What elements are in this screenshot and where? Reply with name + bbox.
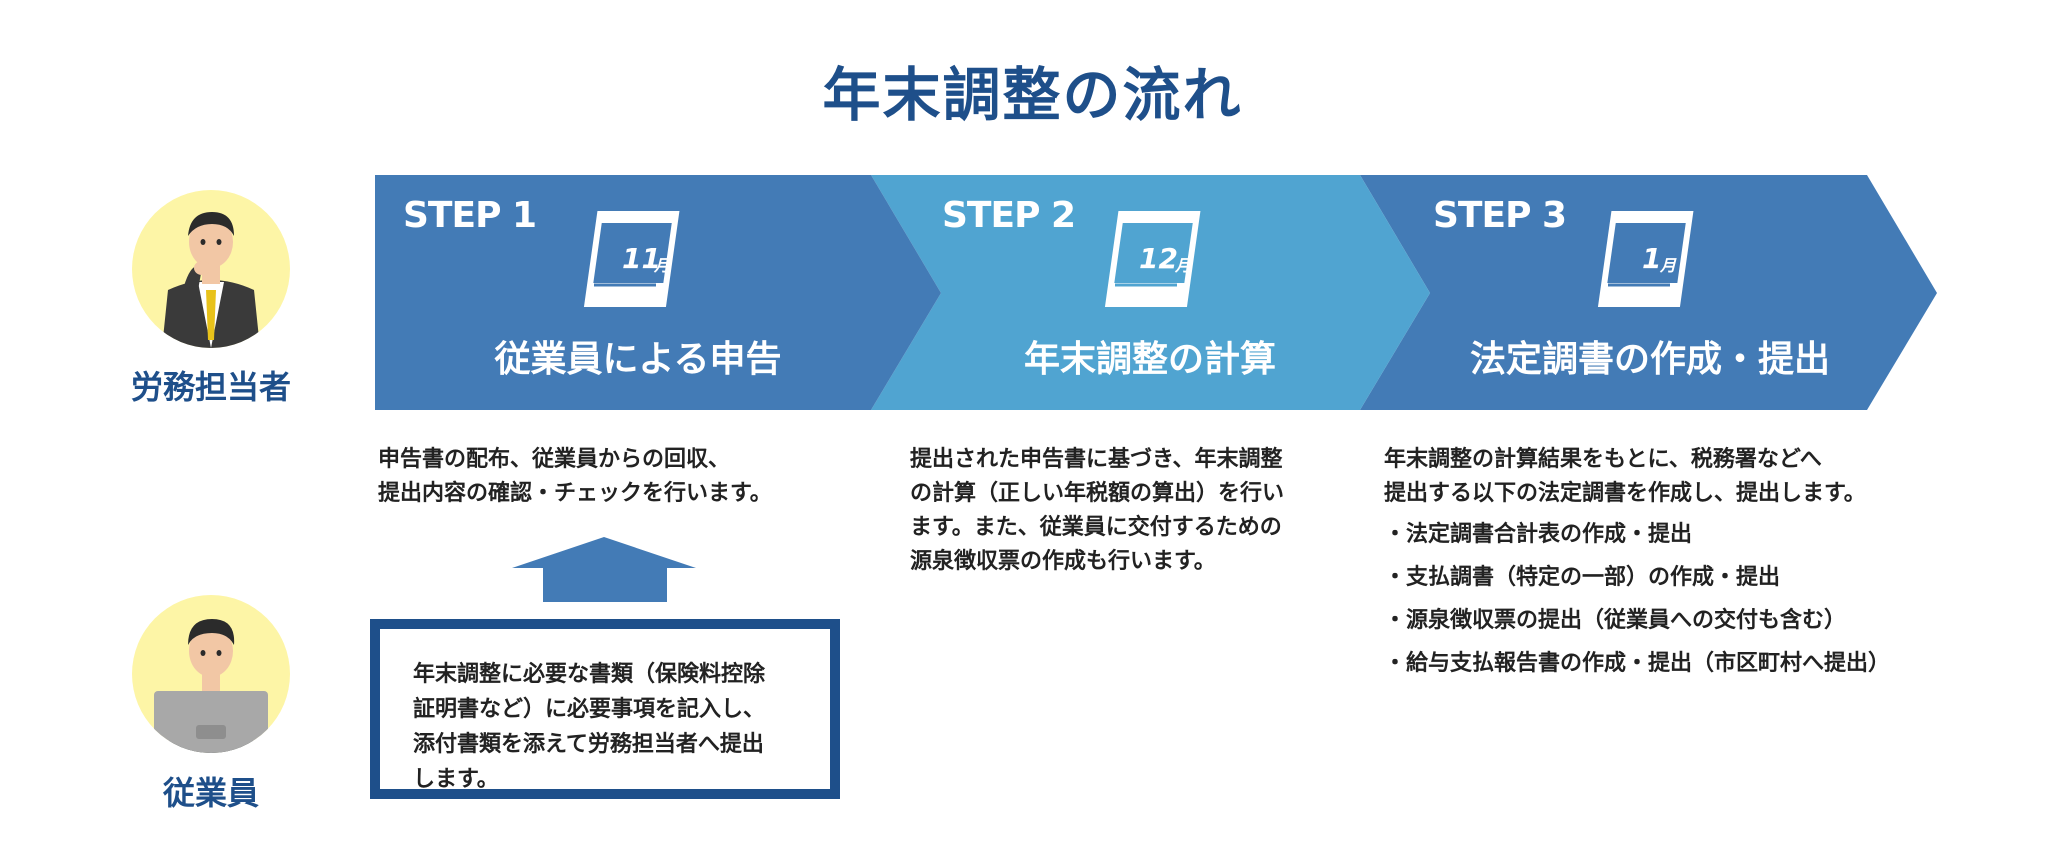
step2-description: 提出された申告書に基づき、年末調整 の計算（正しい年税額の算出）を行い ます。ま… — [910, 447, 1285, 574]
hr-staff-avatar — [132, 190, 290, 348]
svg-text:月: 月 — [653, 256, 671, 275]
employee-submission-box: 年末調整に必要な書類（保険料控除 証明書など）に必要事項を記入し、 添付書類を添… — [370, 619, 840, 799]
step3-description: 年末調整の計算結果をもとに、税務署などへ 提出する以下の法定調書を作成し、提出し… — [1384, 447, 1866, 506]
step3-title: 法定調書の作成・提出 — [1469, 339, 1830, 380]
step2-label: STEP 2 — [942, 195, 1076, 236]
calendar-month-number: 1 — [1642, 242, 1661, 275]
employee-submission-text: 年末調整に必要な書類（保険料控除 証明書など）に必要事項を記入し、 添付書類を添… — [413, 662, 766, 792]
hr-staff-role-label: 労務担当者 — [130, 368, 291, 406]
list-item: ・支払調書（特定の一部）の作成・提出 — [1384, 565, 1781, 590]
list-item: ・給与支払報告書の作成・提出（市区町村へ提出） — [1384, 651, 1891, 676]
step3-bullet-list: ・法定調書合計表の作成・提出 ・支払調書（特定の一部）の作成・提出 ・源泉徴収票… — [1384, 513, 1890, 685]
calendar-month-number: 11 — [622, 242, 661, 275]
svg-text:月: 月 — [1174, 256, 1192, 275]
step1-title: 従業員による申告 — [494, 339, 782, 380]
calendar-month-number: 12 — [1139, 242, 1178, 275]
page-title: 年末調整の流れ — [822, 61, 1243, 129]
step3-label: STEP 3 — [1433, 195, 1567, 236]
employee-avatar — [132, 595, 290, 753]
calendar-icon: 1 月 — [1597, 211, 1694, 307]
list-item: ・源泉徴収票の提出（従業員への交付も含む） — [1384, 608, 1847, 633]
step2-title: 年末調整の計算 — [1023, 339, 1276, 380]
employee-role-label: 従業員 — [162, 774, 259, 812]
step1-label: STEP 1 — [403, 195, 537, 236]
svg-text:月: 月 — [1659, 256, 1677, 275]
arrow-up-icon — [512, 537, 696, 602]
list-item: ・法定調書合計表の作成・提出 — [1384, 522, 1693, 547]
step1-description: 申告書の配布、従業員からの回収、 提出内容の確認・チェックを行います。 — [378, 447, 772, 506]
calendar-icon: 11 月 — [583, 211, 680, 307]
calendar-icon: 12 月 — [1104, 211, 1201, 307]
